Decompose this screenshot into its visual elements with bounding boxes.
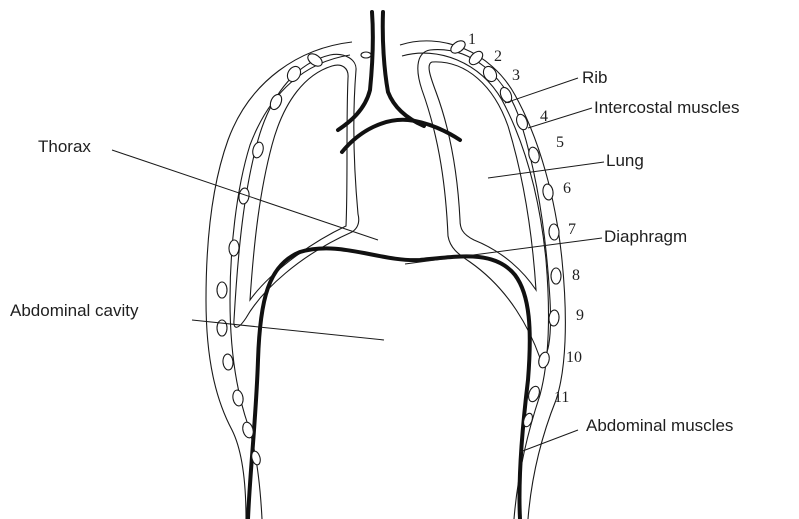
- rib-oval: [542, 183, 554, 200]
- intercostal-muscles-leader-line: [528, 108, 592, 128]
- rib-oval: [537, 351, 551, 369]
- thorax-label: Thorax: [38, 137, 91, 156]
- body-wall-inner-left: [230, 55, 350, 519]
- lung-label: Lung: [606, 151, 644, 170]
- diaphragm-label: Diaphragm: [604, 227, 687, 246]
- diaphragm-leader-line: [405, 238, 602, 264]
- rib-number-9: 9: [576, 307, 584, 324]
- rib-number-11: 11: [554, 389, 569, 406]
- rib-number-3: 3: [512, 67, 520, 84]
- rib-label: Rib: [582, 68, 608, 87]
- diaphragm-curve: [248, 248, 530, 519]
- rib-number-6: 6: [563, 180, 571, 197]
- rib-number-8: 8: [572, 267, 580, 284]
- rib-oval: [481, 64, 499, 84]
- rib-numbers: 1 2 3 4 5 6 7 8 9 10 11: [468, 31, 584, 406]
- rib-oval: [251, 141, 265, 159]
- rib-number-10: 10: [566, 349, 582, 366]
- rib-oval: [229, 240, 240, 257]
- rib-ovals: [217, 38, 561, 465]
- rib-oval: [549, 224, 560, 241]
- left-lung-inner-outline: [250, 65, 348, 300]
- rib-oval: [515, 113, 530, 131]
- rib-number-1: 1: [468, 31, 476, 48]
- abdominal-muscles-label: Abdominal muscles: [586, 416, 733, 435]
- lung-leader-line: [488, 162, 604, 178]
- rib-number-2: 2: [494, 48, 502, 65]
- rib-number-5: 5: [556, 134, 564, 151]
- rib-oval: [449, 38, 468, 55]
- rib-number-4: 4: [540, 108, 548, 125]
- rib-oval: [551, 268, 561, 284]
- rib-oval: [222, 354, 233, 371]
- rib-oval: [232, 389, 245, 406]
- rib-oval: [217, 282, 227, 298]
- abdominal-cavity-label: Abdominal cavity: [10, 301, 139, 320]
- body-wall-outer-left: [206, 42, 352, 519]
- bronchi: [342, 120, 460, 152]
- rib-number-7: 7: [568, 221, 576, 238]
- intercostal-muscles-label: Intercostal muscles: [594, 98, 740, 117]
- rib-oval: [285, 64, 303, 84]
- rib-oval: [361, 52, 371, 58]
